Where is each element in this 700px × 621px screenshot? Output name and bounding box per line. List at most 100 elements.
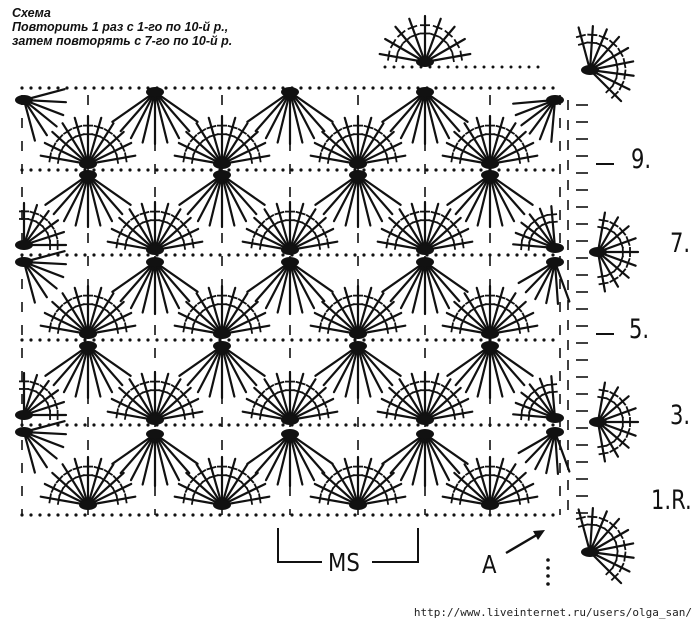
stitch-stroke [186, 173, 224, 216]
stitch-bar [182, 409, 187, 420]
stitch-bar [253, 483, 260, 494]
shell-fan [15, 371, 68, 420]
shell-fans [15, 14, 640, 585]
shell-fan [381, 429, 469, 488]
stitch-bar [609, 221, 619, 228]
stitch-stroke [534, 430, 557, 471]
stitch-bar [48, 322, 52, 333]
stitch-stroke [520, 391, 557, 420]
stitch-bar [258, 152, 262, 163]
stitch-stroke [153, 397, 200, 422]
stitch-bar [575, 33, 586, 39]
stitch-bar [39, 384, 49, 392]
stitch-stroke [423, 397, 470, 422]
stitch-bar [430, 210, 441, 216]
stitch-bar [452, 483, 459, 494]
fan-base [416, 245, 434, 255]
stitch-stroke [488, 471, 527, 507]
stitch-stroke [453, 130, 492, 166]
stitch-stroke [153, 432, 199, 465]
stitch-bar [610, 572, 620, 582]
stitch-bar [587, 33, 598, 37]
stitch-stroke [195, 122, 224, 166]
stitch-stroke [51, 471, 90, 507]
stitch-stroke [524, 260, 557, 294]
fan-base [481, 341, 499, 351]
stitch-bar [103, 128, 114, 135]
stitch-stroke [62, 344, 90, 394]
stitch-bar [115, 408, 119, 419]
stitch-stroke [264, 432, 292, 482]
fan-base [481, 170, 499, 180]
stitch-bar [598, 388, 609, 393]
stitch-bar [385, 323, 390, 334]
stitch-stroke [356, 344, 402, 377]
stitch-stroke [394, 25, 427, 64]
stitch-stroke [343, 116, 360, 166]
stitch-bar [450, 322, 454, 333]
stitch-bar [459, 50, 463, 61]
stitch-bar [332, 298, 343, 305]
stitch-stroke [321, 300, 360, 336]
fan-base [146, 245, 164, 255]
stitch-stroke [288, 90, 316, 140]
stitch-bar [119, 483, 126, 494]
stitch-bar [342, 124, 353, 130]
stitch-stroke [153, 90, 169, 144]
fan-base [79, 329, 97, 339]
stitch-stroke [553, 430, 560, 475]
stitch-stroke [356, 311, 403, 336]
shell-fan [441, 455, 539, 510]
stitch-stroke [86, 300, 125, 336]
stitch-stroke [207, 457, 224, 507]
stitch-stroke [389, 260, 427, 303]
fan-base [416, 429, 434, 439]
stitch-stroke [275, 202, 292, 252]
stitch-stroke [86, 173, 132, 206]
shell-fan [589, 211, 640, 293]
stitch-stroke [186, 344, 224, 387]
stitch-bar [326, 238, 330, 249]
stitch-bar [610, 533, 617, 544]
stitch-bar [432, 24, 443, 30]
stitch-bar [597, 444, 608, 449]
stitch-bar [305, 384, 316, 391]
stitch-stroke [44, 344, 90, 377]
stitch-bar [618, 562, 625, 573]
stitch-stroke [288, 260, 326, 303]
stitch-stroke [22, 98, 48, 137]
stitch-bar [39, 214, 49, 222]
stitch-stroke [423, 17, 442, 64]
stitch-bar [227, 124, 238, 130]
stitch-bar [112, 474, 121, 484]
stitch-bar [526, 322, 530, 333]
stitch-bar [179, 219, 188, 229]
stitch-bar [274, 210, 285, 216]
stitch-bar [257, 219, 266, 229]
stitch-bar [29, 210, 40, 216]
stitch-stroke [321, 130, 360, 166]
stitch-stroke [86, 292, 115, 336]
stitch-stroke [475, 116, 492, 166]
stitch-stroke [356, 344, 394, 387]
stitch-stroke [313, 482, 360, 507]
chain-dot [546, 558, 550, 562]
stitch-stroke [356, 122, 385, 166]
stitch-bar [399, 384, 410, 391]
stitch-stroke [153, 432, 191, 475]
stitch-bar [450, 152, 454, 163]
stitch-stroke [245, 227, 292, 252]
stitch-bar [93, 294, 104, 300]
stitch-stroke [524, 430, 557, 464]
stitch-bar [325, 133, 334, 143]
fan-base [281, 245, 299, 255]
stitch-stroke [140, 372, 157, 422]
stitch-bar [622, 58, 627, 69]
stitch-bar [603, 45, 613, 54]
stitch-bar [295, 380, 306, 386]
stitch-stroke [423, 372, 440, 422]
stitch-stroke [488, 141, 535, 166]
stitch-stroke [423, 90, 451, 140]
stitch-bar [618, 397, 627, 406]
stitch-bar [625, 236, 631, 247]
